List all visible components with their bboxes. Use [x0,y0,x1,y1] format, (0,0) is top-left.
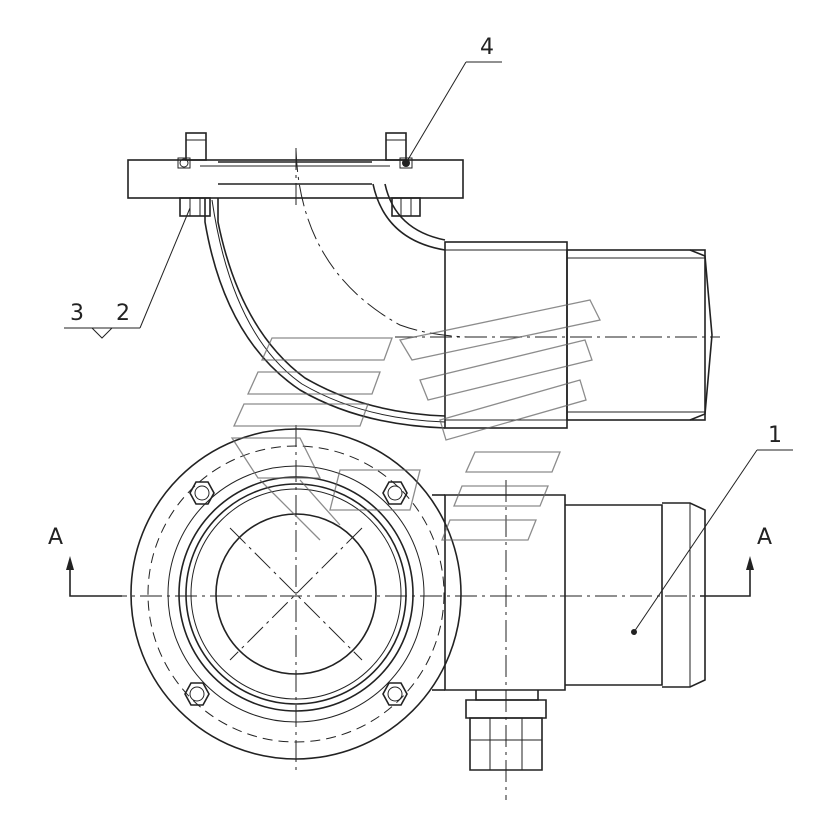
watermark-logo [230,299,601,541]
bolt-upper-right [382,481,408,505]
callout-label-1: 1 [768,423,782,448]
bolt-lower-left [184,682,210,706]
callout-4: 4 [405,35,502,164]
right-nut [391,197,421,217]
callout-label-4: 4 [480,35,494,60]
left-oring-groove [177,157,191,169]
left-stud [185,132,207,161]
bolt-lower-right [382,682,408,706]
left-nut [179,197,211,217]
outlet-sleeve [444,241,568,429]
top-section-view [127,132,720,429]
callout-1: 1 [631,423,793,635]
section-label-left: A [48,525,63,550]
bottom-plan-view [66,425,754,800]
flange-bore [218,162,372,184]
elbow-inner-wall [372,183,446,251]
drain-fitting [465,690,547,771]
callout-2-3: 3 2 [64,207,191,339]
elbow-outer-wall [204,198,446,429]
callout-label-3: 3 [70,301,84,326]
hose-pipe [566,249,706,421]
bolt-upper-left [189,481,215,505]
side-outlet-body [444,494,566,691]
callout-label-2: 2 [116,301,130,326]
right-stud [385,132,407,161]
section-label-right: A [757,525,772,550]
side-hose-barb [565,504,663,686]
